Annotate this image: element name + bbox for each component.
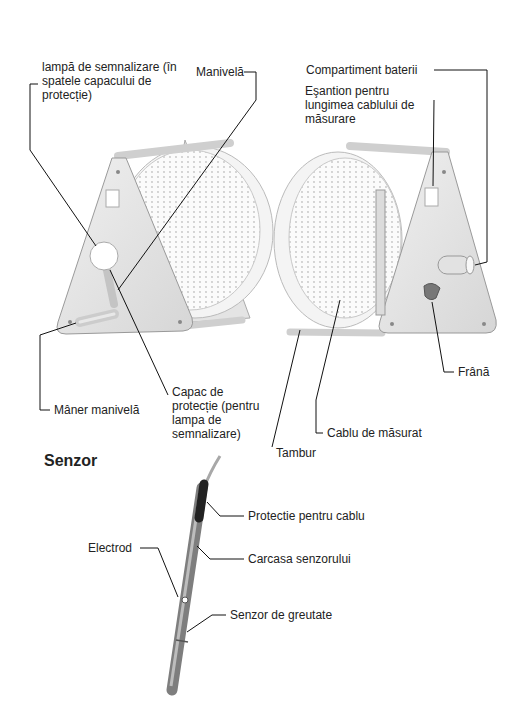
part-label: Manivelă <box>196 65 244 79</box>
leader-lines <box>30 70 487 632</box>
part-label: Compartiment baterii <box>306 63 417 77</box>
part-label: Senzor de greutate <box>230 608 332 622</box>
part-label: Electrod <box>88 541 132 555</box>
part-label: Mâner manivelă <box>54 403 139 417</box>
part-label: Tambur <box>276 446 316 460</box>
part-label: Cablu de măsurat <box>327 426 422 440</box>
part-label: lampă de semnalizare (în spatele capacul… <box>42 60 188 102</box>
part-label: Carcasa senzorului <box>248 552 351 566</box>
section-heading: Senzor <box>44 452 97 470</box>
part-label: Frână <box>458 365 489 379</box>
part-label: Protectie pentru cablu <box>248 509 365 523</box>
sensor-probe <box>171 456 220 690</box>
part-label: Capac de protecție (pentru lampa de semn… <box>172 385 264 441</box>
part-label: Eşantion pentru lungimea cablului de măs… <box>305 84 429 126</box>
right-reel <box>274 146 496 333</box>
